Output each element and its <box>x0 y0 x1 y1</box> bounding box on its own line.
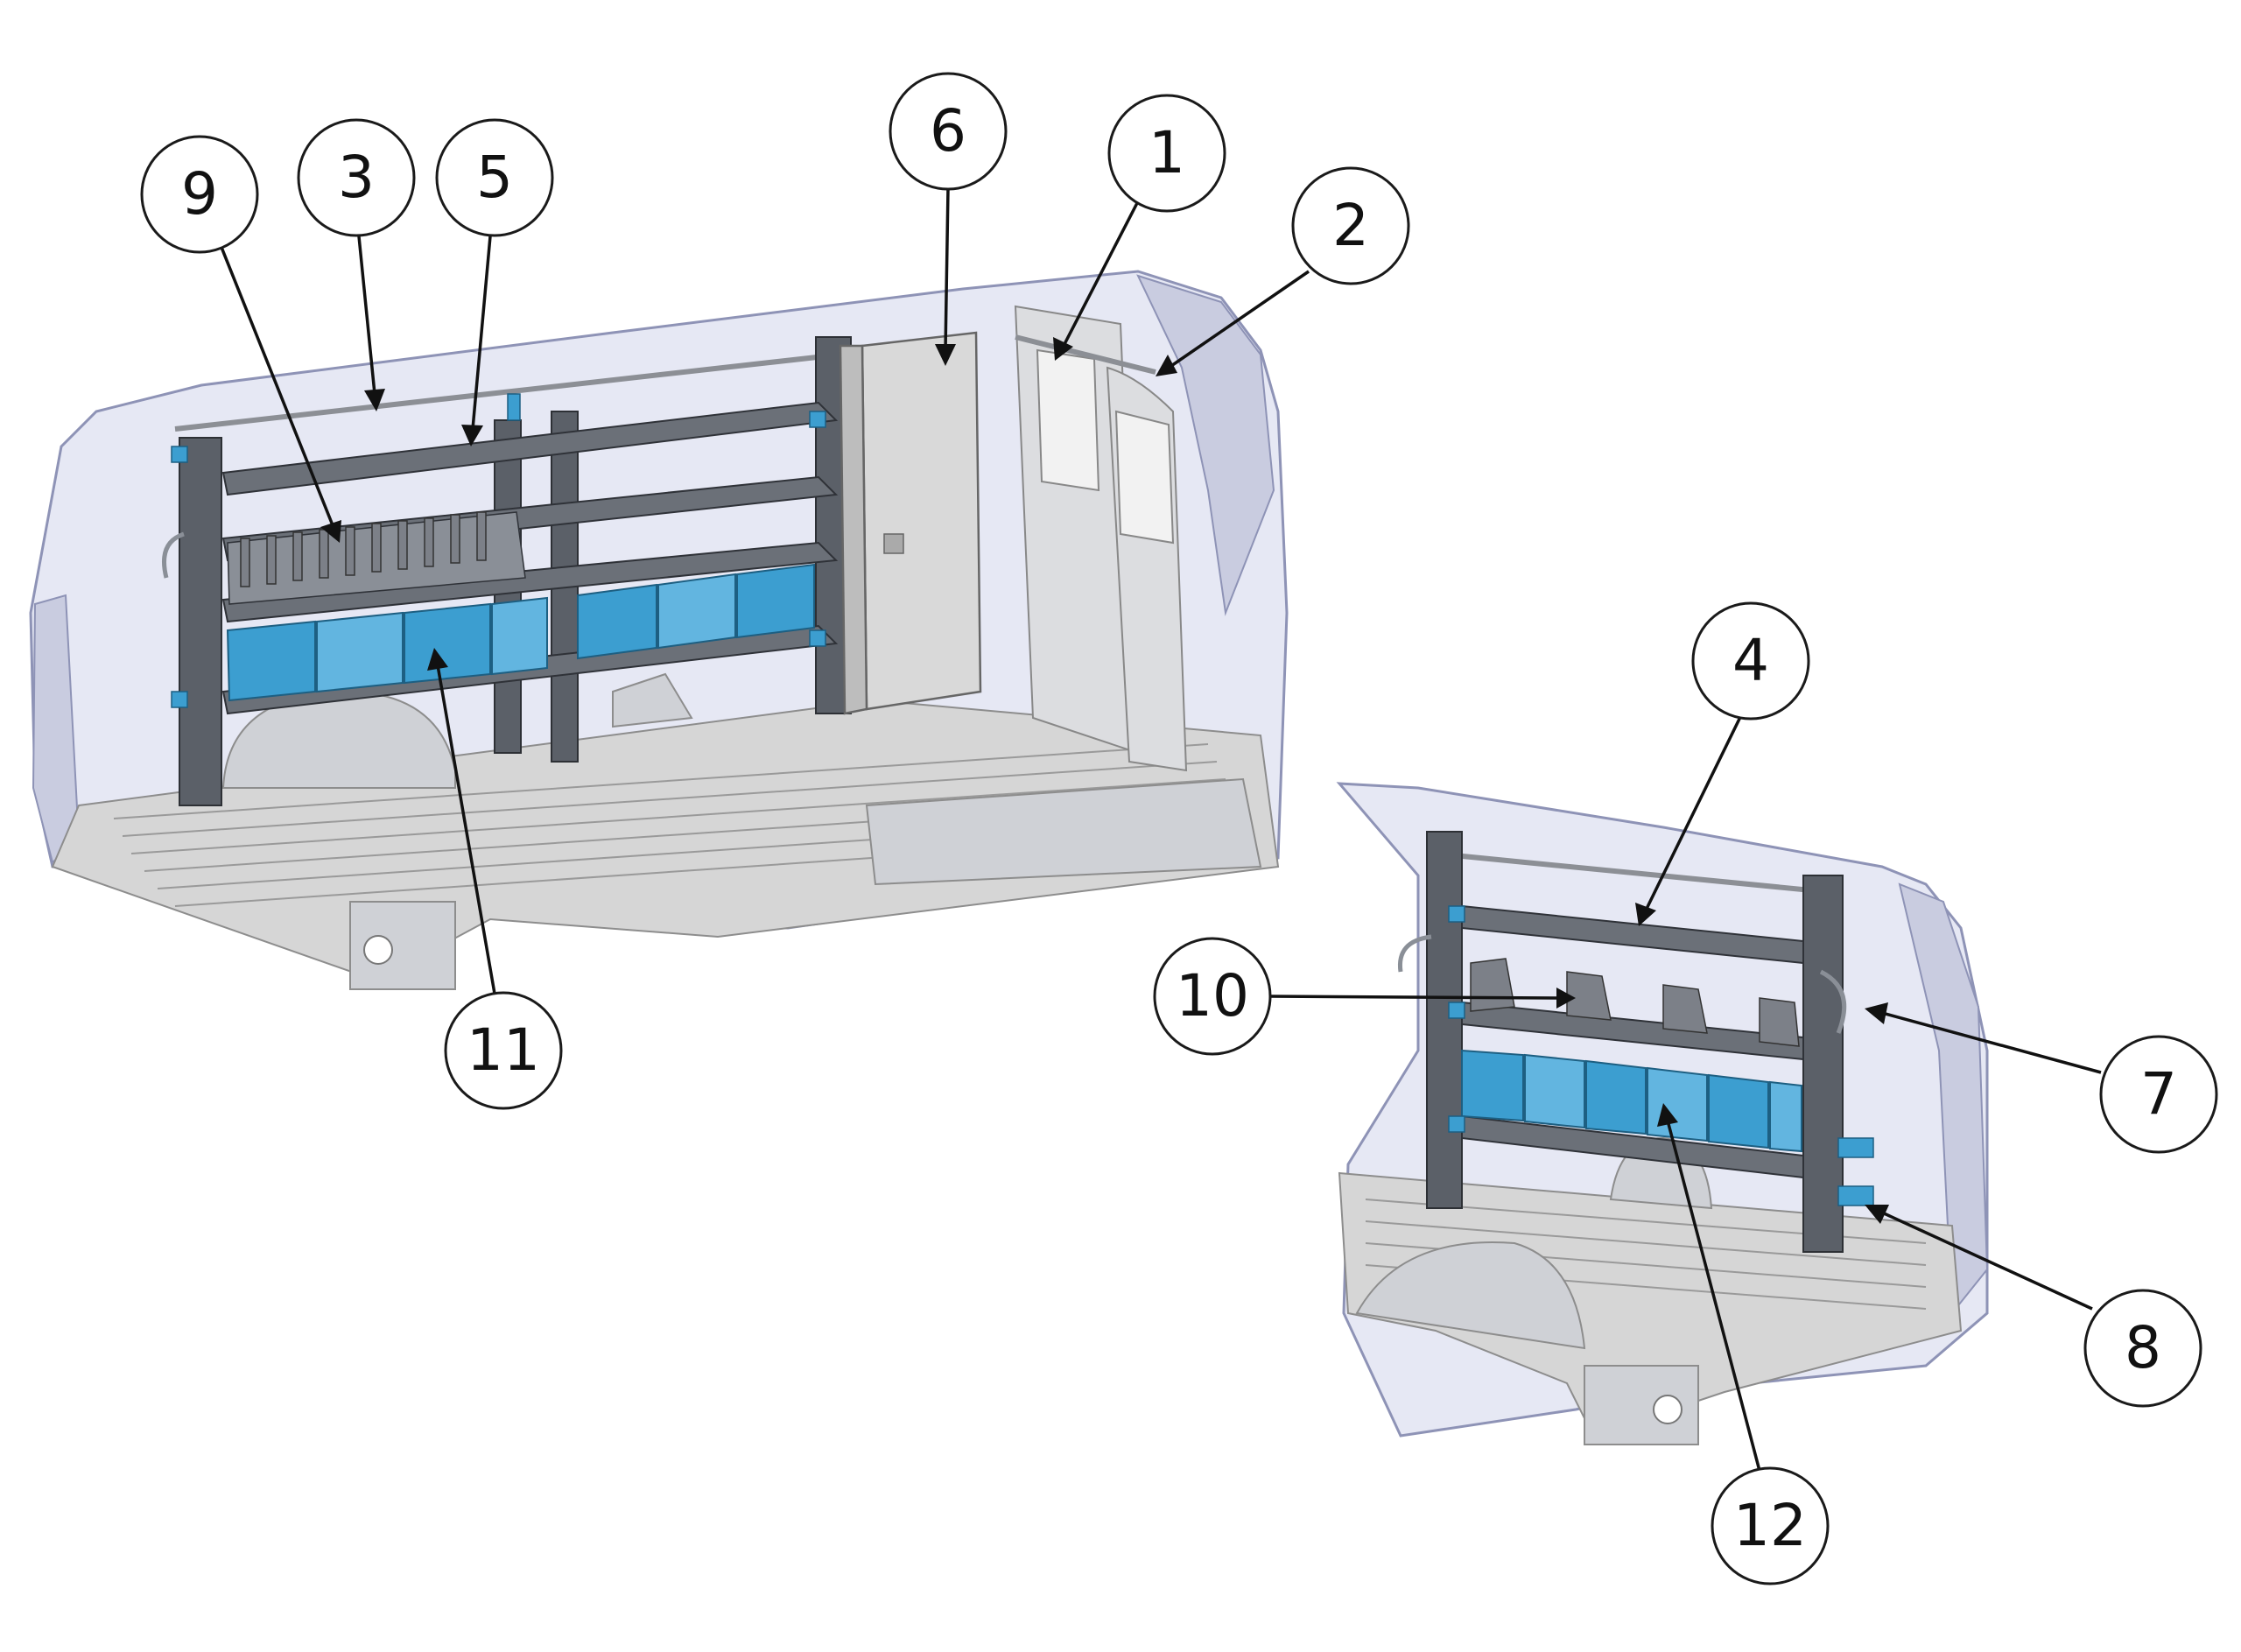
callout-3-label: 3 <box>338 144 375 211</box>
callout-11: 11 <box>427 648 563 1110</box>
callout-4: 4 <box>1635 601 1810 926</box>
callout-7-label: 7 <box>2140 1060 2177 1128</box>
left-cabinet-side <box>839 344 868 715</box>
right-rear-hitch <box>1584 1365 1699 1445</box>
left-front-rail <box>1015 334 1156 375</box>
left-van-assembly <box>29 270 1289 990</box>
callout-10: 10 <box>1153 937 1576 1056</box>
right-hook-front <box>1819 969 1847 1034</box>
right-brackets <box>1448 905 1874 1206</box>
left-center-pedestal <box>612 672 693 728</box>
callout-1: 1 <box>1053 94 1226 361</box>
cabinet-latch <box>883 533 904 554</box>
right-van-rear-pillar <box>1898 882 1989 1316</box>
callout-9: 9 <box>140 135 341 543</box>
callout-6: 6 <box>889 72 1008 366</box>
left-door-mesh <box>1114 410 1175 545</box>
left-van-front-pillar <box>1136 274 1275 616</box>
callout-8: 8 <box>1865 1205 2202 1408</box>
hitch-hole <box>363 935 393 965</box>
left-bin-row <box>226 563 815 702</box>
callout-7: 7 <box>1865 1002 2218 1154</box>
left-partition-mesh <box>1036 348 1100 492</box>
left-brackets <box>171 393 826 708</box>
callout-6-label: 6 <box>930 97 966 165</box>
left-side-step <box>865 777 1262 886</box>
callout-12: 12 <box>1657 1103 1830 1585</box>
right-bin-row <box>1461 1049 1802 1153</box>
callouts: 1 2 3 4 5 <box>140 72 2218 1585</box>
callout-1-label: 1 <box>1149 119 1185 186</box>
left-cabinet <box>861 331 982 711</box>
right-post-front <box>1802 875 1844 1253</box>
left-divider-rack <box>227 511 526 605</box>
callout-3: 3 <box>297 118 416 411</box>
right-post-rear <box>1426 831 1463 1209</box>
left-rear-hitch <box>349 901 456 990</box>
right-wheel-well <box>1355 1241 1586 1350</box>
callout-2-label: 2 <box>1332 192 1369 259</box>
callout-10-label: 10 <box>1176 962 1249 1030</box>
right-hook-rear <box>1397 934 1432 973</box>
callout-2: 2 <box>1156 166 1410 376</box>
left-shelf-3 <box>221 541 839 623</box>
left-top-rail <box>174 352 841 432</box>
right-top-rail <box>1435 851 1839 896</box>
callout-4-label: 4 <box>1732 627 1769 694</box>
callout-5-label: 5 <box>476 144 513 211</box>
callout-9-label: 9 <box>181 160 218 228</box>
right-hitch-hole <box>1653 1395 1683 1424</box>
left-shelf-top <box>221 401 839 496</box>
callout-8-label: 8 <box>2125 1314 2161 1381</box>
left-post-rear <box>179 437 222 806</box>
callout-12-label: 12 <box>1733 1492 1807 1559</box>
callout-11-label: 11 <box>467 1016 540 1084</box>
left-hook <box>162 531 185 579</box>
callout-5: 5 <box>435 118 554 446</box>
